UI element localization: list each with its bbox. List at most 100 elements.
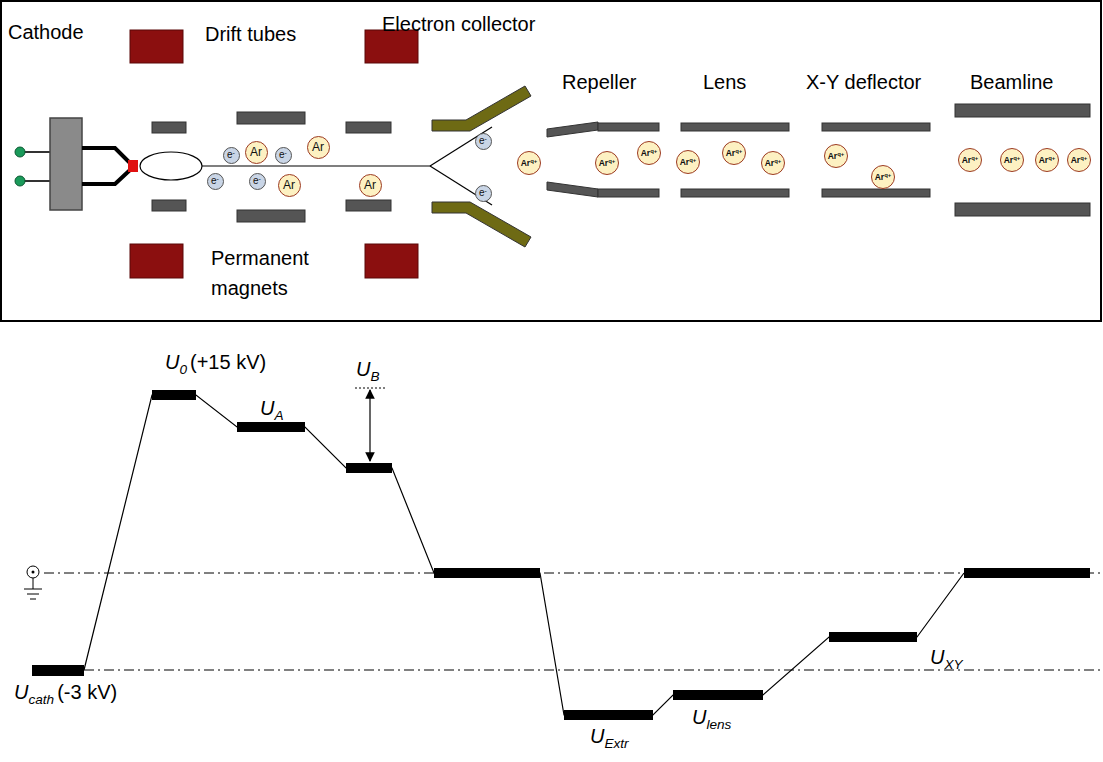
argon-ion: Arq+ <box>637 141 661 165</box>
lens-electrode <box>681 189 789 197</box>
potential-level <box>564 710 653 720</box>
particle-label: e- <box>227 150 235 160</box>
potential-label: UExtr <box>590 724 629 751</box>
potential-level <box>346 463 392 473</box>
argon-atom: Ar <box>307 136 330 159</box>
potential-value: (-3 kV) <box>57 680 117 704</box>
symbol: Ar <box>521 158 530 168</box>
symbol: e <box>479 187 485 198</box>
superscript: - <box>217 175 219 182</box>
lens-electrode <box>681 123 789 131</box>
component-label: Drift tubes <box>205 22 296 46</box>
terminal <box>15 147 25 157</box>
symbol: e <box>211 175 217 186</box>
symbol: e <box>227 149 233 160</box>
beam-focus <box>140 152 202 180</box>
magnet <box>365 244 418 278</box>
subscript: A <box>274 408 283 423</box>
drift-tube <box>152 200 186 211</box>
symbol: Ar <box>765 158 774 168</box>
potential-label: U0 <box>165 350 187 377</box>
subscript: lens <box>706 717 731 732</box>
symbol: Ar <box>1071 155 1080 165</box>
particle-label: Arq+ <box>680 158 697 167</box>
electron: e- <box>249 173 266 190</box>
symbol: Ar <box>828 151 837 161</box>
particle-label: e- <box>479 188 487 198</box>
electron: e- <box>207 173 224 190</box>
terminal <box>15 176 25 186</box>
ground-symbol <box>30 599 36 600</box>
superscript: - <box>259 175 261 182</box>
symbol: e <box>479 135 485 146</box>
component-label: X-Y deflector <box>806 70 921 94</box>
beamline-tube <box>955 104 1090 117</box>
argon-ion: Arq+ <box>761 151 785 175</box>
symbol: U <box>14 681 28 703</box>
drift-tube <box>346 200 391 211</box>
symbol: Ar <box>599 158 608 168</box>
frame <box>1 1 1101 321</box>
symbol: e <box>253 175 259 186</box>
component-label: Electron collector <box>382 12 535 36</box>
superscript: q+ <box>735 148 742 154</box>
emitter <box>128 160 138 172</box>
particle-label: Arq+ <box>726 149 743 158</box>
potential-value: (+15 kV) <box>190 350 266 374</box>
symbol: U <box>692 706 706 728</box>
component-label: Lens <box>703 70 746 94</box>
argon-ion: Arq+ <box>958 148 982 172</box>
potential-level <box>829 632 917 642</box>
drift-tube <box>152 122 186 133</box>
symbol: U <box>356 358 370 380</box>
magnet <box>130 30 183 63</box>
repeller <box>598 189 659 197</box>
argon-ion: Arq+ <box>1000 148 1024 172</box>
particle-label: e- <box>279 150 287 160</box>
electron: e- <box>475 133 492 150</box>
argon-ion: Arq+ <box>676 150 700 174</box>
argon-atom: Ar <box>359 174 382 197</box>
drift-tube <box>237 112 305 124</box>
argon-ion: Arq+ <box>871 165 895 189</box>
superscript: - <box>485 187 487 194</box>
argon-ion: Arq+ <box>722 141 746 165</box>
potential-level <box>32 665 84 676</box>
ground-reference <box>44 573 1100 574</box>
superscript: q+ <box>1080 155 1087 161</box>
particle-label: Arq+ <box>599 159 616 168</box>
symbol: Ar <box>726 148 735 158</box>
ground-symbol <box>27 594 39 595</box>
cathode-lead <box>82 148 130 163</box>
symbol: U <box>165 351 179 373</box>
superscript: - <box>285 149 287 156</box>
symbol: U <box>590 725 604 747</box>
potential-label: Ucath <box>14 680 54 707</box>
symbol: Ar <box>1039 155 1048 165</box>
argon-ion: Arq+ <box>595 151 619 175</box>
repeller <box>598 123 659 131</box>
deflector-plate <box>822 189 930 197</box>
superscript: q+ <box>884 172 891 178</box>
argon-atom: Ar <box>278 174 301 197</box>
superscript: q+ <box>689 157 696 163</box>
superscript: q+ <box>774 158 781 164</box>
particle-label: Arq+ <box>521 159 538 168</box>
subscript: cath <box>28 692 54 707</box>
potential-level <box>434 568 540 578</box>
superscript: - <box>233 149 235 156</box>
drift-tube <box>346 122 391 133</box>
component-label: Cathode <box>8 20 84 44</box>
superscript: q+ <box>971 155 978 161</box>
potential-label: UXY <box>930 645 963 672</box>
superscript: q+ <box>650 148 657 154</box>
particle-label: Arq+ <box>641 149 658 158</box>
electron-beam <box>430 166 492 205</box>
electron-beam <box>430 127 492 166</box>
symbol: Ar <box>1004 155 1013 165</box>
cathode-body <box>50 118 82 210</box>
repeller <box>547 182 598 197</box>
symbol: Ar <box>680 157 689 167</box>
electron-collector <box>432 202 531 247</box>
subscript: B <box>370 369 379 384</box>
